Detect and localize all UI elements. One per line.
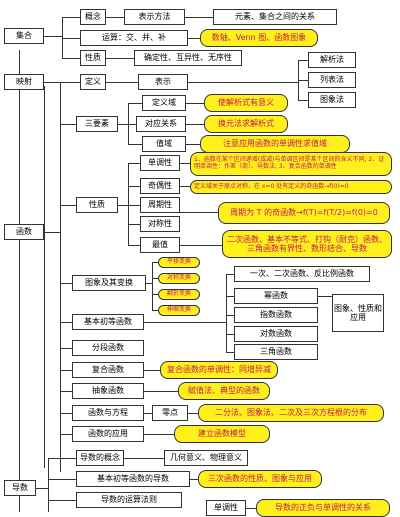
node-gainian: 概念	[80, 9, 106, 25]
node-yunsuanfz: 导数的运算法则	[76, 492, 182, 508]
node-duiying: 对应关系	[136, 116, 186, 132]
node-jiben-ds: 基本初等函数的导数	[76, 471, 190, 487]
node-xingzhi-func: 性质	[76, 197, 118, 213]
node-zhishu: 指数函数	[234, 307, 318, 323]
note-shijiexi: 使解析式有意义	[204, 94, 288, 112]
node-lingdian: 零点	[152, 405, 188, 421]
note-zhuyi: 注意应用函数的单调性求值域	[200, 135, 350, 153]
note-shuzhou: 数轴、Venn 图、函数图象	[200, 29, 318, 47]
node-jiexi: 解析法	[308, 52, 356, 68]
node-dingyiyu: 定义域	[142, 95, 186, 111]
node-tuxiangxz: 图象、性质和应用	[332, 294, 384, 332]
note-erci: 三次函数的性质、图象与应用	[198, 470, 322, 488]
note-zuizhi: 二次函数、基本不等式、打钩（耐克）函数、三角函数有界性、数形结合、导数	[222, 230, 392, 258]
note-pingyi: 平移变换	[158, 257, 200, 268]
note-zhouqi: 周期为 T 的奇函数→f(T)=f(T/2)=f(0)=0	[218, 202, 390, 224]
node-yunsuan: 运算：交、并、补	[80, 30, 188, 46]
node-zhiyu: 值域	[142, 136, 186, 152]
node-fangcheng: 函数与方程	[72, 405, 144, 421]
node-jiben: 基本初等函数	[72, 314, 144, 330]
node-biaoshi: 表示	[138, 74, 188, 90]
note-fanzhe: 翻折变换	[158, 289, 200, 300]
node-yuansu: 元素、集合之间的关系	[213, 9, 337, 25]
node-queding: 确定性、互异性、无序性	[134, 50, 242, 66]
node-hanshu: 函数	[4, 224, 44, 240]
note-fuhe: 复合函数的单调性：同增异减	[160, 361, 278, 379]
node-fenduan: 分段函数	[72, 340, 144, 356]
node-tuxiangbh: 图象及其变换	[72, 275, 146, 291]
node-danzhao-ds: 单调性	[206, 500, 246, 516]
note-chouxiang: 赋值法、典型的函数	[178, 382, 270, 400]
node-yingshe: 映射	[4, 74, 44, 90]
node-mi: 幂函数	[234, 288, 318, 304]
node-dingyi: 定义	[80, 74, 106, 90]
node-jiou: 奇偶性	[140, 178, 180, 194]
node-danzhao: 单调性	[140, 155, 180, 171]
note-duichenbh: 对称变换	[158, 273, 200, 284]
node-sanyaosu: 三要素	[76, 116, 118, 132]
node-xingzhi-set: 性质	[80, 50, 106, 66]
node-liebiao: 列表法	[308, 72, 356, 88]
node-daoshu: 导数	[4, 480, 36, 496]
node-fuhe: 复合函数	[72, 362, 144, 378]
node-tuxiang: 图象法	[308, 92, 356, 108]
node-daoshugn: 导数的概念	[76, 450, 124, 466]
node-duishu: 对数函数	[234, 326, 318, 342]
note-daoshu: 导数的正负与单调性的关系	[256, 499, 390, 517]
node-biaoshifangfa: 表示方法	[124, 9, 185, 25]
note-lingdian: 二分法、图象法、二次及三次方程根的分布	[198, 404, 384, 422]
node-jihe-yiyi: 几何意义、物理意义	[164, 450, 248, 466]
node-yingyong: 函数的应用	[72, 426, 144, 442]
note-jiou: 定义域关于原点对称，在 x=0 处有定义的奇函数→f(0)=0	[190, 180, 392, 194]
node-duichen: 对称性	[140, 216, 180, 232]
note-jianli: 建立函数模型	[174, 425, 270, 443]
note-huanyuan: 换元法求解析式	[204, 115, 288, 133]
node-zuizhi: 最值	[140, 237, 180, 253]
note-shensuo: 伸缩变换	[158, 305, 200, 316]
node-chouxiang: 抽象函数	[72, 383, 144, 399]
node-zhouqi: 周期性	[140, 197, 180, 213]
node-jihe: 集合	[4, 28, 44, 44]
node-sanjiao: 三角函数	[234, 344, 318, 360]
note-danzhao: 1、函数在某个区间递增(或减)与单调区间是某个区间的含义不同; 2、证明单调性：…	[190, 152, 392, 176]
node-yici: 一次、二次函数、反比例函数	[234, 266, 370, 282]
